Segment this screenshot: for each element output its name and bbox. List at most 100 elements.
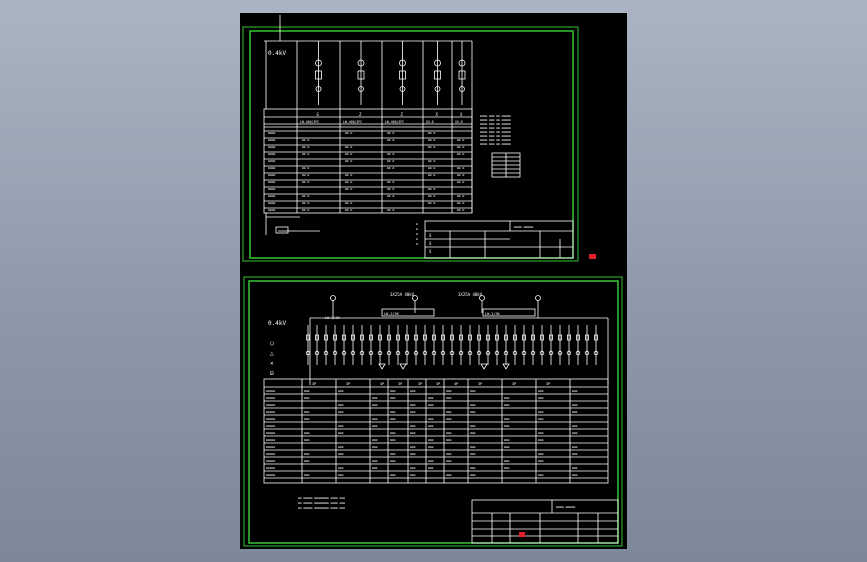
- table-cell: ▬▬▬: [446, 459, 452, 463]
- note-line: ▬▬▬▬ ▬▬▬ ▬▬ ▬▬▬▬▬: [480, 118, 511, 122]
- table-cell: ▬▬▬: [538, 431, 544, 435]
- table-cell: ▬▬▬: [372, 403, 378, 407]
- arrester-3: [502, 363, 510, 370]
- row-header: ▬▬▬▬: [268, 208, 275, 212]
- branch-15-breaker: [441, 334, 445, 341]
- feeder-1-device: [357, 70, 365, 80]
- branch-32-load: [593, 350, 599, 356]
- branch-6-load: [359, 350, 365, 356]
- branch-31-load: [584, 350, 590, 356]
- table-cell: ▬▬ ▬: [302, 138, 309, 142]
- table-cell: ▬▬ ▬: [302, 152, 309, 156]
- row-header: ▬▬▬▬: [268, 166, 275, 170]
- branch-26-load: [539, 350, 545, 356]
- table-cell: ▬▬ ▬: [457, 180, 464, 184]
- table-cell: ▬▬ ▬: [387, 194, 394, 198]
- branch-8-breaker: [378, 334, 382, 341]
- table-cell: ▬▬▬: [446, 452, 452, 456]
- tb-text: ▬▬▬▬ ▬▬▬▬▬: [514, 225, 533, 229]
- feeder-0-breaker: [315, 59, 322, 67]
- feeder-model: LW-400/3PC: [385, 120, 404, 124]
- table-cell: ▬▬ ▬: [428, 173, 435, 177]
- row-header: ▬▬▬▬▬: [266, 424, 275, 428]
- branch-6-breaker: [360, 334, 364, 341]
- table-cell: ▬▬ ▬: [428, 201, 435, 205]
- row-header: ▬▬▬▬▬: [266, 459, 275, 463]
- branch-15-load: [440, 350, 446, 356]
- branch-3-load: [332, 350, 338, 356]
- table-cell: ▬▬▬: [410, 424, 416, 428]
- branch-21-breaker: [495, 334, 499, 341]
- table-cell: ▬▬▬: [410, 389, 416, 393]
- table-cell: ▬▬ ▬: [457, 152, 464, 156]
- branch-13-breaker: [423, 334, 427, 341]
- table-cell: ▬▬ ▬: [428, 138, 435, 142]
- table-cell: ▬▬ ▬: [428, 131, 435, 135]
- table-cell: ▬▬▬: [470, 403, 476, 407]
- row-header: ▬▬▬▬▬: [266, 431, 275, 435]
- table-cell: ▬▬▬: [538, 396, 544, 400]
- table-cell: ▬▬ ▬: [345, 159, 352, 163]
- feeder-3-breaker: [434, 59, 441, 67]
- row-header: ▬▬▬▬▬: [266, 417, 275, 421]
- table-cell: ▬▬▬: [372, 445, 378, 449]
- table-cell: ▬▬▬: [572, 473, 578, 477]
- branch-11-breaker: [405, 334, 409, 341]
- table-cell: ▬▬▬: [304, 410, 310, 414]
- section-label: LW-2/3K: [485, 312, 501, 316]
- feeder-0-ct: [315, 86, 322, 92]
- row-header: ▬▬▬▬: [268, 180, 275, 184]
- table-cell: ▬▬▬: [504, 466, 510, 470]
- table-cell: ▬▬▬: [538, 473, 544, 477]
- table-cell: ▬▬ ▬: [387, 131, 394, 135]
- table-cell: ▬▬ ▬: [345, 131, 352, 135]
- branch-29-load: [566, 350, 572, 356]
- table-cell: ▬▬▬: [572, 431, 578, 435]
- table-cell: ▬▬ ▬: [345, 152, 352, 156]
- table-cell: ▬▬▬: [538, 459, 544, 463]
- section-box: [381, 308, 435, 317]
- tb-stack: ▬: [416, 242, 418, 246]
- branch-11-load: [404, 350, 410, 356]
- table-cell: ▬▬▬: [470, 424, 476, 428]
- table-cell: ▬▬▬: [428, 417, 434, 421]
- branch-28-breaker: [558, 334, 562, 341]
- feeder-code: X: [436, 112, 439, 117]
- table-cell: ▬▬ ▬: [387, 187, 394, 191]
- note-line: ▬▬ ▬▬▬▬▬ ▬▬▬▬▬▬▬▬ ▬▬▬▬ ▬▬▬: [298, 501, 345, 505]
- table-cell: ▬▬ ▬: [457, 208, 464, 212]
- table-cell: ▬▬▬: [390, 438, 396, 442]
- note-line: ▬▬▬▬ ▬▬▬ ▬▬ ▬▬▬▬▬: [480, 138, 511, 142]
- row-header: ▬▬▬▬▬: [266, 438, 275, 442]
- row-value: 4P: [380, 382, 384, 386]
- branch-25-breaker: [531, 334, 535, 341]
- table-cell: ▬▬▬: [470, 473, 476, 477]
- feeder-4-breaker: [458, 59, 466, 67]
- transformer-2: [479, 295, 485, 301]
- feeder-2-ct: [399, 86, 406, 92]
- table-cell: ▬▬▬: [390, 396, 396, 400]
- branch-14-load: [431, 350, 437, 356]
- note-line: ▬▬▬▬ ▬▬▬ ▬▬ ▬▬▬▬▬: [480, 134, 511, 138]
- table-cell: ▬▬▬: [410, 431, 416, 435]
- tb-stack: ▬: [416, 227, 418, 231]
- branch-19-load: [476, 350, 482, 356]
- branch-8-load: [377, 350, 383, 356]
- table-cell: ▬▬▬: [410, 473, 416, 477]
- sheet1-table: [263, 108, 473, 214]
- table-cell: ▬▬ ▬: [302, 180, 309, 184]
- section-box: [482, 308, 536, 317]
- table-cell: ▬▬ ▬: [345, 180, 352, 184]
- table-cell: ▬▬▬: [428, 445, 434, 449]
- table-cell: ▬▬▬: [390, 431, 396, 435]
- row-header: ▬▬▬▬: [268, 194, 275, 198]
- table-cell: ▬▬▬: [338, 431, 344, 435]
- row-value: 4P: [454, 382, 458, 386]
- table-cell: ▬▬ ▬: [345, 208, 352, 212]
- row-header: ▬▬▬▬: [268, 145, 275, 149]
- feeder-4-ct: [459, 86, 465, 92]
- table-cell: ▬▬▬: [304, 431, 310, 435]
- table-cell: ▬▬▬: [338, 473, 344, 477]
